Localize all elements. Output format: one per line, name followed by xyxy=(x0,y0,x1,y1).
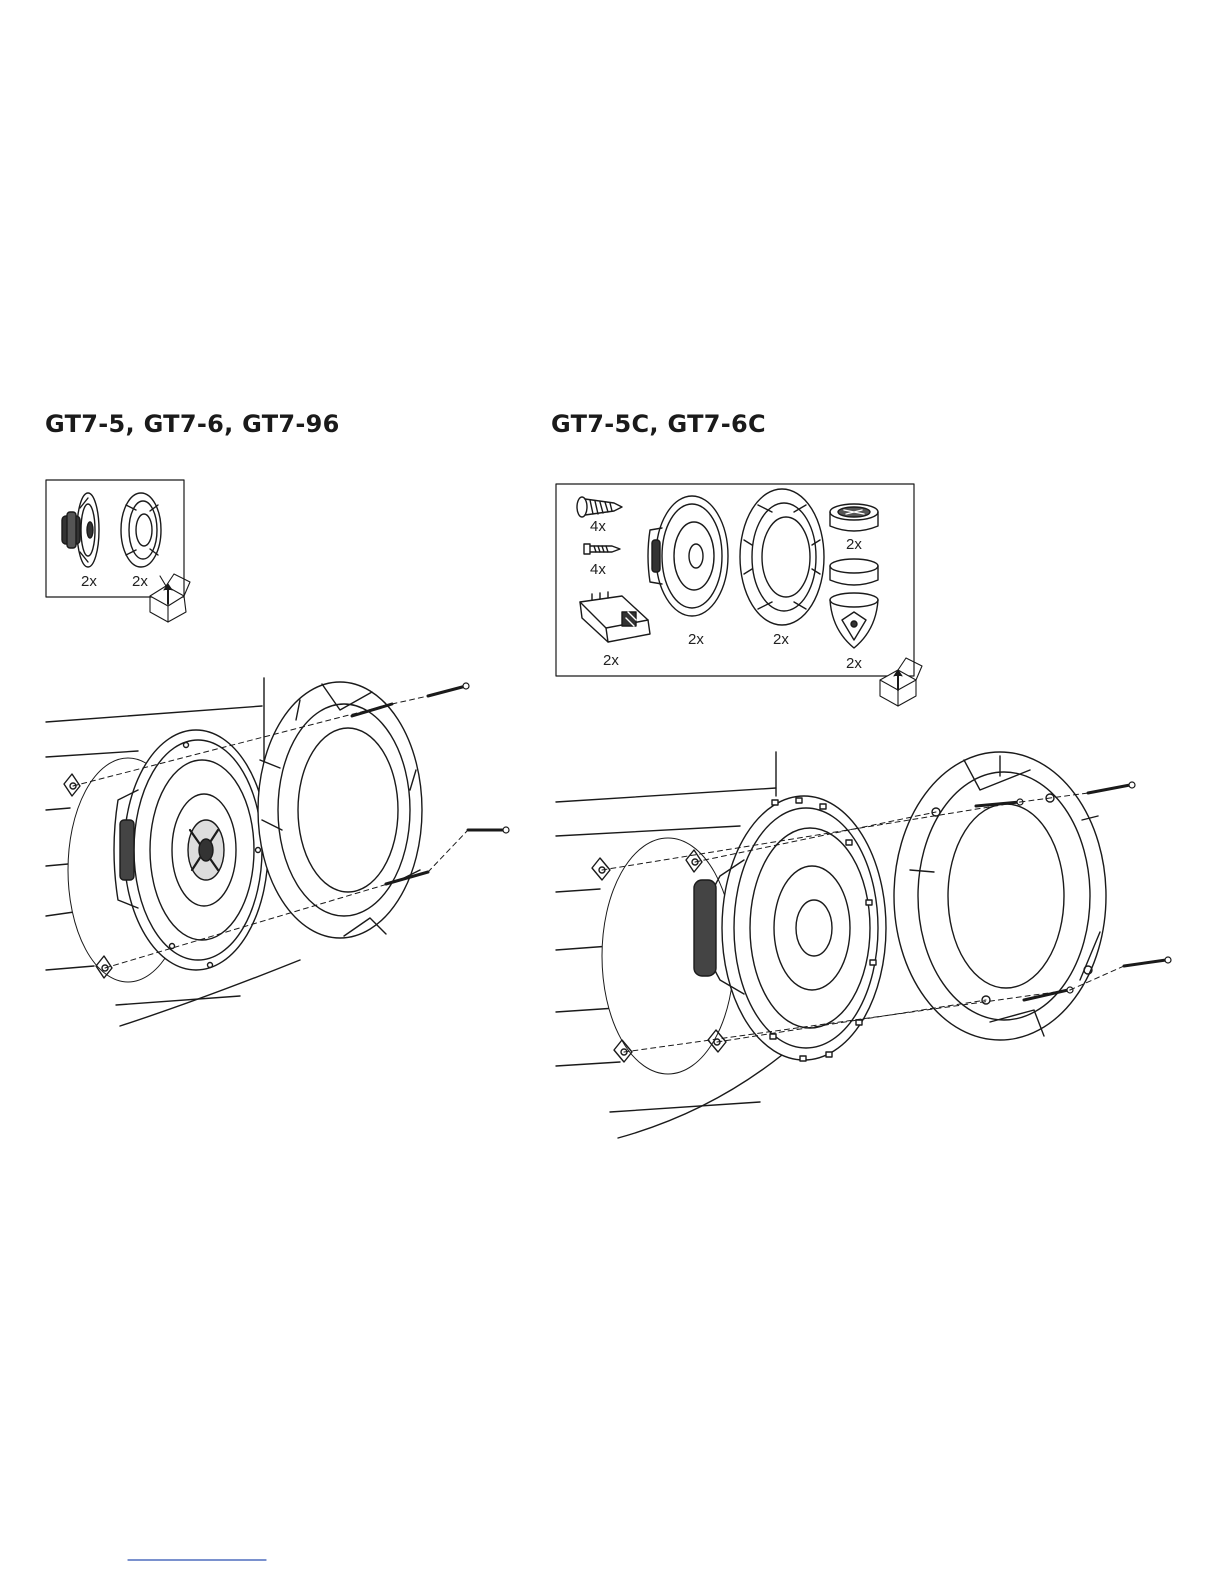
grille-icon xyxy=(121,493,161,567)
screw-icon xyxy=(584,544,620,554)
qty-grille-right: 2x xyxy=(773,631,789,648)
speaker-icon xyxy=(648,496,728,616)
right-contents-box: 4x 4x 2x 2x xyxy=(556,484,922,706)
qty-tweeter: 2x xyxy=(846,536,862,553)
qty-tweeter-mount: 2x xyxy=(846,655,862,672)
coaxial-speaker-icon xyxy=(62,493,99,567)
tweeter-mount-icon xyxy=(830,593,878,648)
right-installation-diagram xyxy=(556,752,1171,1138)
qty-crossover: 2x xyxy=(603,652,619,669)
crossover-icon xyxy=(580,592,650,642)
package-box-icon xyxy=(880,658,922,706)
tweeter-icon xyxy=(830,504,878,531)
left-installation-diagram xyxy=(46,678,509,1026)
left-contents-box: 2x 2x xyxy=(46,480,190,622)
tweeter-ring-icon xyxy=(830,559,878,585)
screw-icon xyxy=(577,497,622,517)
qty-coaxial-speaker: 2x xyxy=(81,573,97,590)
grille-icon xyxy=(740,489,824,625)
qty-screws-large: 4x xyxy=(590,518,606,535)
grille-icon xyxy=(258,682,422,938)
qty-screws-small: 4x xyxy=(590,561,606,578)
qty-woofer: 2x xyxy=(688,631,704,648)
qty-grille-left: 2x xyxy=(132,573,148,590)
